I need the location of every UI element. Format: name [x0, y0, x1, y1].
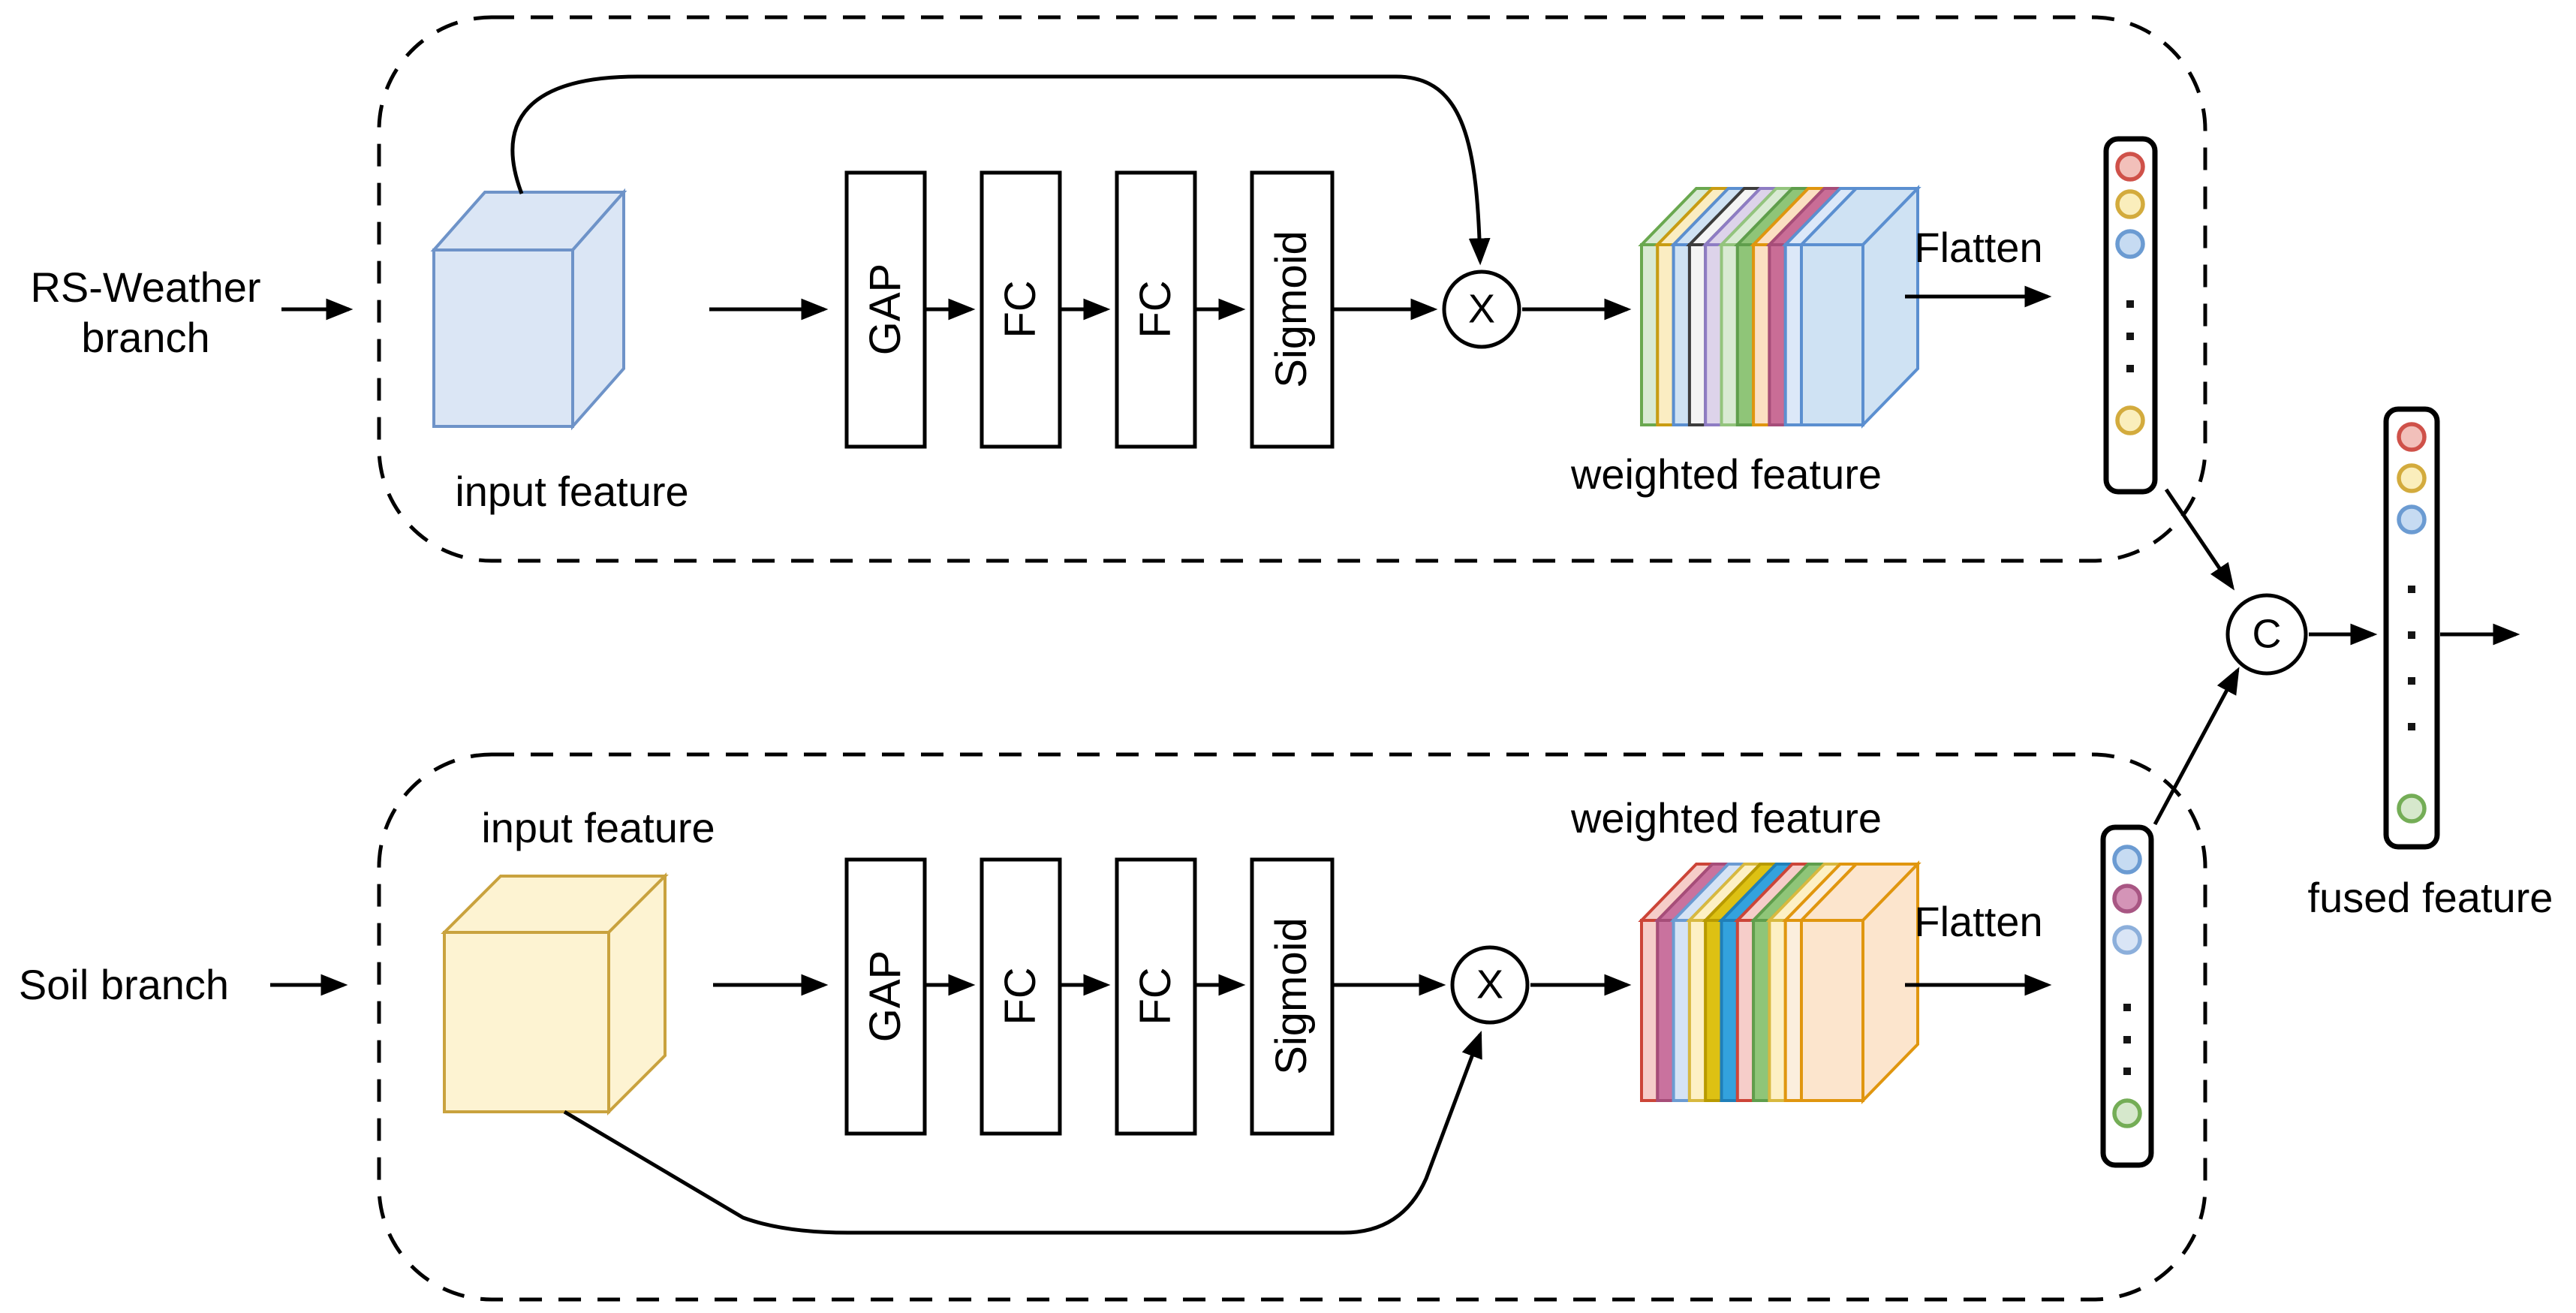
weighted-slice-7 [1752, 919, 1771, 1102]
rs-fc2-block-label: FC [1131, 280, 1181, 339]
ellipsis-dot [2408, 631, 2415, 639]
soil-se-blocks [844, 857, 1335, 1136]
ellipsis-dot [2408, 677, 2415, 685]
rs-weather-branch-label-line2: branch [81, 314, 210, 362]
weighted-slice-3 [1687, 919, 1708, 1102]
soil-sigmoid-block-label: Sigmoid [1267, 917, 1317, 1075]
rs-sigmoid-block-label: Sigmoid [1267, 230, 1317, 388]
rs-flatten-vector [2103, 136, 2158, 495]
weighted-slice-6 [1735, 919, 1756, 1102]
weighted-slab-front [1800, 243, 1864, 426]
weighted-slice-1 [1656, 919, 1675, 1102]
soil-flatten-label: Flatten [1914, 898, 2043, 946]
weighted-slice-0 [1640, 919, 1660, 1102]
soil-weighted-feature-cube [1638, 860, 1921, 1104]
ellipsis-dot [2126, 365, 2134, 372]
yellow-node-circle [2115, 405, 2145, 435]
rs-input-feature-label: input feature [455, 468, 689, 516]
rs-weather-module-dashed-box [377, 15, 2207, 563]
rs-multiply-circle [1442, 270, 1521, 349]
weighted-slice-4 [1704, 243, 1723, 426]
rs-vector-to-concat-arrow [2164, 488, 2235, 591]
weighted-slice-6 [1735, 243, 1756, 426]
blue-node-circle [2112, 845, 2142, 875]
soil-flatten-vector [2100, 824, 2154, 1168]
rs-weighted-feature-label: weighted feature [1570, 450, 1882, 498]
ellipsis-dot [2126, 333, 2134, 340]
concat-symbol: C [2252, 611, 2282, 657]
soil-flatten-vector-nodes [2112, 845, 2142, 1128]
green-node-circle [2112, 1098, 2142, 1128]
soil-vector-to-concat-arrow [2153, 667, 2240, 826]
red-node-circle [2115, 152, 2145, 182]
weighted-slab-front [1800, 919, 1864, 1102]
soil-input-feature-cube [441, 872, 669, 1116]
rs-skip-connection [510, 74, 1491, 266]
blue-node-circle [2397, 504, 2427, 535]
rs-flatten-vector-nodes [2115, 152, 2145, 435]
weighted-slice-9 [1783, 243, 1803, 426]
yellow-node-circle [2115, 189, 2145, 219]
weighted-slice-2 [1672, 919, 1691, 1102]
weighted-slice-4 [1704, 919, 1723, 1102]
soil-branch-label: Soil branch [18, 961, 230, 1009]
soil-multiply-circle [1450, 945, 1530, 1025]
rs-weather-branch-label-line1: RS-Weather [30, 264, 261, 312]
ellipsis-dot [2123, 1036, 2131, 1043]
ellipsis-dot [2123, 1068, 2131, 1075]
fused-feature-vector-nodes [2397, 422, 2427, 824]
yellow-node-circle [2397, 463, 2427, 493]
rs-input-feature-cube [430, 188, 627, 431]
weighted-slice-9 [1783, 919, 1803, 1102]
ellipsis-dot [2408, 723, 2415, 730]
soil-skip-connection [563, 1030, 1482, 1235]
soil-gap-block-label: GAP [861, 950, 910, 1043]
concat-circle [2225, 593, 2308, 676]
soil-fc1-block-label: FC [996, 967, 1046, 1025]
weighted-slice-8 [1768, 243, 1787, 426]
rs-gap-block-label: GAP [861, 263, 910, 356]
soil-weighted-feature-label: weighted feature [1570, 794, 1882, 842]
weighted-slice-5 [1720, 919, 1739, 1102]
ellipsis-dot [2126, 300, 2134, 308]
paleblue-node-circle [2112, 925, 2142, 955]
weighted-slice-7 [1752, 243, 1771, 426]
rs-multiply-symbol: X [1467, 286, 1496, 332]
rs-weighted-feature-cube [1638, 185, 1921, 429]
weighted-slice-2 [1672, 243, 1691, 426]
rose-node-circle [2112, 884, 2142, 914]
red-node-circle [2397, 422, 2427, 452]
soil-fc2-block-label: FC [1131, 967, 1181, 1025]
rs-fc1-block-label: FC [996, 280, 1046, 339]
blue-node-circle [2115, 229, 2145, 259]
rs-flatten-label: Flatten [1914, 224, 2043, 272]
weighted-slice-5 [1720, 243, 1739, 426]
soil-module-dashed-box [377, 752, 2207, 1302]
green-node-circle [2397, 794, 2427, 824]
fused-feature-label: fused feature [2307, 874, 2553, 922]
ellipsis-dot [2123, 1004, 2131, 1011]
soil-multiply-symbol: X [1476, 962, 1504, 1007]
weighted-slice-8 [1768, 919, 1787, 1102]
weighted-slice-0 [1640, 243, 1660, 426]
weighted-slice-1 [1656, 243, 1675, 426]
ellipsis-dot [2408, 586, 2415, 593]
soil-input-feature-label: input feature [481, 804, 715, 852]
weighted-slice-3 [1687, 243, 1708, 426]
